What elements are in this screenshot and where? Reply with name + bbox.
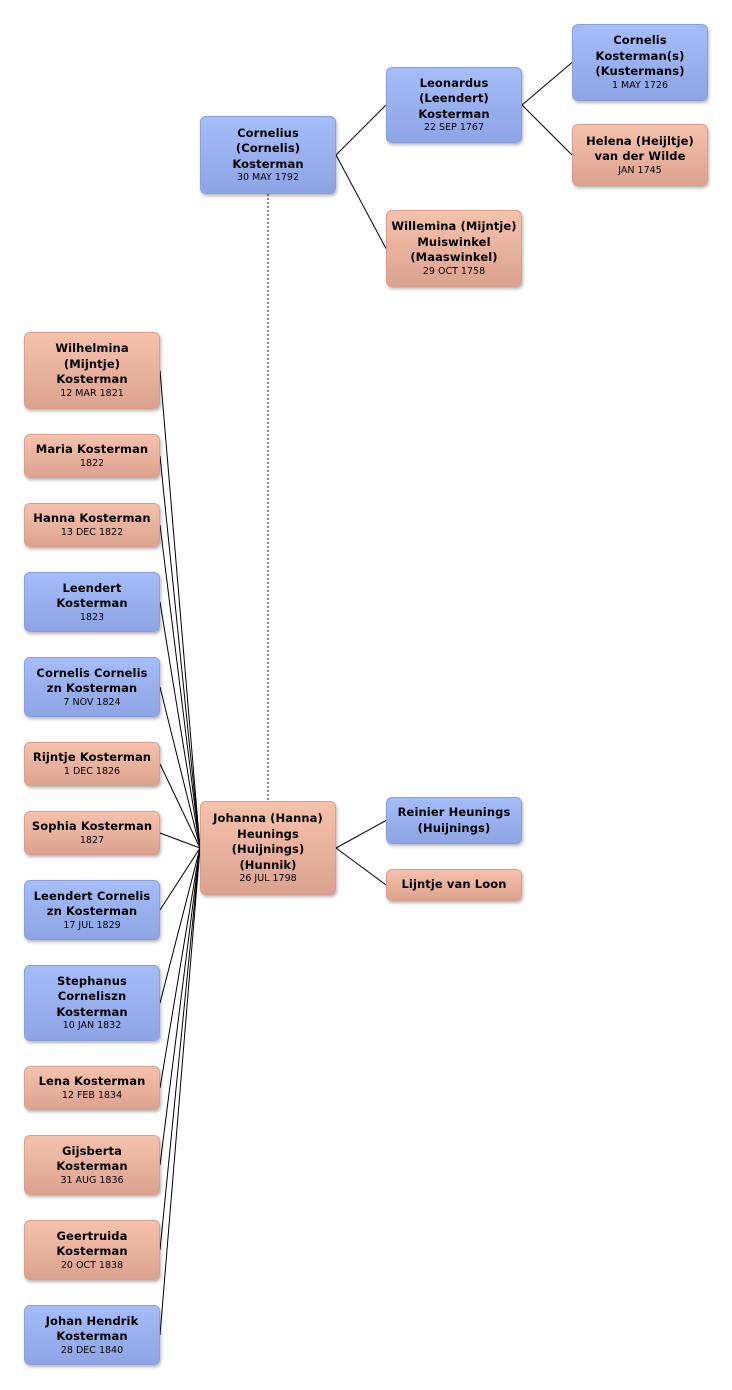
child-name: Rijntje Kosterman bbox=[32, 750, 152, 765]
parent-link bbox=[521, 62, 573, 106]
child-link bbox=[159, 763, 201, 849]
person-name: Willemina (Mijntje) Muiswinkel (Maaswink… bbox=[391, 219, 517, 265]
person-name: Leonardus (Leendert) Kosterman bbox=[418, 75, 490, 121]
child-birth-date: 20 OCT 1838 bbox=[60, 1259, 124, 1271]
person-birth-date: JAN 1745 bbox=[618, 164, 662, 176]
person-birth-date: 30 MAY 1792 bbox=[236, 172, 300, 184]
child-name: Stephanus Corneliszn Kosterman bbox=[56, 973, 128, 1019]
child-card[interactable]: Gijsberta Kosterman 31 AUG 1836 bbox=[24, 1135, 160, 1195]
person-name: Johanna (Hanna) Heunings (Huijnings) (Hu… bbox=[213, 811, 323, 872]
child-name: Geertruida Kosterman bbox=[56, 1228, 128, 1259]
child-link bbox=[159, 832, 201, 849]
child-link bbox=[159, 601, 201, 849]
child-link bbox=[159, 847, 201, 1166]
child-link bbox=[159, 847, 201, 1251]
child-birth-date: 1822 bbox=[79, 457, 105, 469]
child-link bbox=[159, 455, 201, 849]
person-name: Reinier Heunings (Huijnings) bbox=[397, 805, 511, 835]
child-name: Sophia Kosterman bbox=[31, 819, 153, 834]
person-johanna[interactable]: Johanna (Hanna) Heunings (Huijnings) (Hu… bbox=[200, 801, 336, 895]
child-card[interactable]: Leendert Cornelis zn Kosterman 17 JUL 18… bbox=[24, 880, 160, 940]
child-card[interactable]: Johan Hendrik Kosterman 28 DEC 1840 bbox=[24, 1305, 160, 1365]
child-link bbox=[159, 847, 201, 911]
child-name: Cornelis Cornelis zn Kosterman bbox=[36, 665, 148, 696]
child-link bbox=[159, 370, 201, 849]
child-birth-date: 17 JUL 1829 bbox=[63, 919, 121, 931]
child-birth-date: 13 DEC 1822 bbox=[60, 526, 124, 538]
child-card[interactable]: Lena Kosterman 12 FEB 1834 bbox=[24, 1066, 160, 1110]
person-willemina[interactable]: Willemina (Mijntje) Muiswinkel (Maaswink… bbox=[386, 210, 522, 287]
child-card[interactable]: Hanna Kosterman 13 DEC 1822 bbox=[24, 503, 160, 547]
parent-link bbox=[335, 154, 387, 249]
child-birth-date: 1823 bbox=[79, 611, 105, 623]
parent-link bbox=[335, 847, 387, 886]
child-birth-date: 1827 bbox=[79, 834, 105, 846]
person-birth-date: 1 MAY 1726 bbox=[611, 79, 669, 91]
child-link bbox=[159, 847, 201, 1336]
child-birth-date: 12 MAR 1821 bbox=[60, 387, 124, 399]
person-name: Helena (Heijltje) van der Wilde bbox=[586, 133, 694, 164]
person-leonardus[interactable]: Leonardus (Leendert) Kosterman 22 SEP 17… bbox=[386, 67, 522, 143]
person-birth-date: 29 OCT 1758 bbox=[422, 265, 486, 277]
parent-link bbox=[335, 820, 387, 849]
child-name: Leendert Cornelis zn Kosterman bbox=[33, 888, 151, 919]
child-birth-date: 28 DEC 1840 bbox=[60, 1344, 124, 1356]
child-name: Lena Kosterman bbox=[38, 1074, 146, 1089]
child-card[interactable]: Maria Kosterman 1822 bbox=[24, 434, 160, 478]
child-name: Johan Hendrik Kosterman bbox=[45, 1313, 139, 1344]
child-card[interactable]: Sophia Kosterman 1827 bbox=[24, 811, 160, 855]
child-link bbox=[159, 847, 201, 1004]
person-helena[interactable]: Helena (Heijltje) van der Wilde JAN 1745 bbox=[572, 124, 708, 186]
child-card[interactable]: Rijntje Kosterman 1 DEC 1826 bbox=[24, 742, 160, 786]
person-cornelius[interactable]: Cornelius (Cornelis) Kosterman 30 MAY 17… bbox=[200, 116, 336, 194]
person-cornelis-sr[interactable]: Cornelis Kosterman(s) (Kustermans) 1 MAY… bbox=[572, 24, 708, 101]
child-birth-date: 12 FEB 1834 bbox=[61, 1089, 123, 1101]
child-card[interactable]: Wilhelmina (Mijntje) Kosterman 12 MAR 18… bbox=[24, 332, 160, 409]
person-name: Cornelius (Cornelis) Kosterman bbox=[232, 125, 304, 171]
person-name: Lijntje van Loon bbox=[401, 877, 507, 892]
child-name: Wilhelmina (Mijntje) Kosterman bbox=[55, 341, 129, 387]
child-birth-date: 31 AUG 1836 bbox=[60, 1174, 124, 1186]
person-birth-date: 26 JUL 1798 bbox=[239, 873, 297, 884]
child-birth-date: 10 JAN 1832 bbox=[62, 1020, 122, 1032]
child-link bbox=[159, 847, 201, 1089]
child-card[interactable]: Geertruida Kosterman 20 OCT 1838 bbox=[24, 1220, 160, 1280]
child-card[interactable]: Cornelis Cornelis zn Kosterman 7 NOV 182… bbox=[24, 657, 160, 717]
person-reinier[interactable]: Reinier Heunings (Huijnings) bbox=[386, 797, 522, 844]
child-card[interactable]: Stephanus Corneliszn Kosterman 10 JAN 18… bbox=[24, 965, 160, 1041]
parent-link bbox=[521, 104, 573, 156]
child-name: Maria Kosterman bbox=[35, 442, 149, 457]
child-link bbox=[159, 524, 201, 849]
child-card[interactable]: Leendert Kosterman 1823 bbox=[24, 572, 160, 632]
child-name: Gijsberta Kosterman bbox=[56, 1143, 128, 1174]
person-name: Cornelis Kosterman(s) (Kustermans) bbox=[595, 33, 685, 79]
child-name: Hanna Kosterman bbox=[33, 511, 151, 526]
person-lijntje[interactable]: Lijntje van Loon bbox=[386, 869, 522, 901]
child-birth-date: 7 NOV 1824 bbox=[63, 696, 121, 708]
child-link bbox=[159, 686, 201, 849]
parent-link bbox=[335, 104, 387, 156]
child-name: Leendert Kosterman bbox=[56, 580, 128, 611]
person-birth-date: 22 SEP 1767 bbox=[423, 122, 485, 134]
child-birth-date: 1 DEC 1826 bbox=[63, 765, 121, 777]
